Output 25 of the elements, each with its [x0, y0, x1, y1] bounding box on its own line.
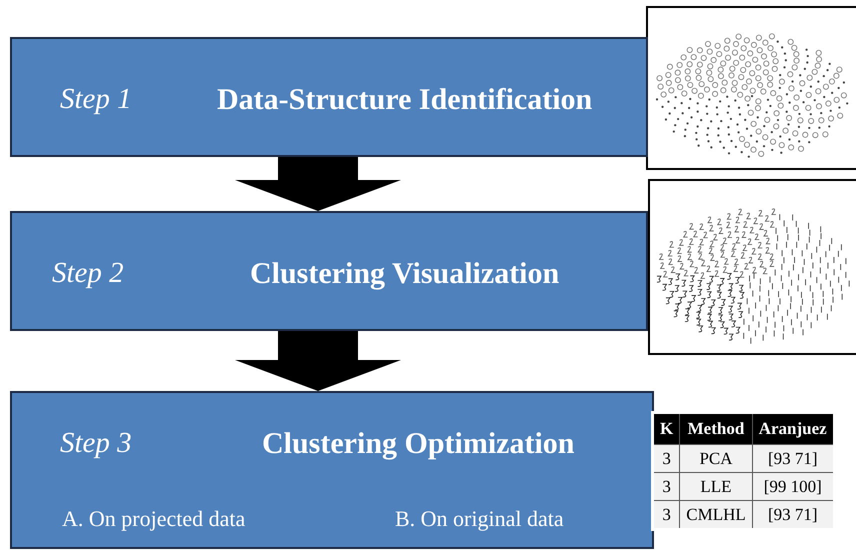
- step-label: Step 3: [60, 427, 132, 460]
- table-cell: 3: [652, 472, 680, 500]
- table-cell: CMLHL: [680, 500, 752, 530]
- column-header: Method: [680, 412, 752, 444]
- block-arrow: [235, 331, 401, 391]
- column-header: K: [652, 412, 680, 444]
- step-title: Clustering Optimization: [262, 427, 574, 461]
- step-box: [10, 211, 648, 331]
- column-header: Aranjuez: [752, 412, 834, 444]
- table-cell: [93 71]: [752, 444, 834, 472]
- table-cell: [99 100]: [752, 472, 834, 500]
- sub-step-label: B. On original data: [395, 506, 564, 532]
- step-label: Step 2: [52, 257, 124, 290]
- sub-step-label: A. On projected data: [62, 506, 246, 532]
- step-label: Step 1: [60, 83, 132, 116]
- table-cell: LLE: [680, 472, 752, 500]
- table-cell: PCA: [680, 444, 752, 472]
- step-box: [10, 37, 648, 157]
- step-title: Data-Structure Identification: [217, 83, 592, 117]
- table-cell: 3: [652, 444, 680, 472]
- table-cell: 3: [652, 500, 680, 530]
- step-title: Clustering Visualization: [250, 257, 560, 291]
- step-box: [10, 391, 654, 549]
- table-cell: [93 71]: [752, 500, 834, 530]
- block-arrow: [235, 157, 401, 211]
